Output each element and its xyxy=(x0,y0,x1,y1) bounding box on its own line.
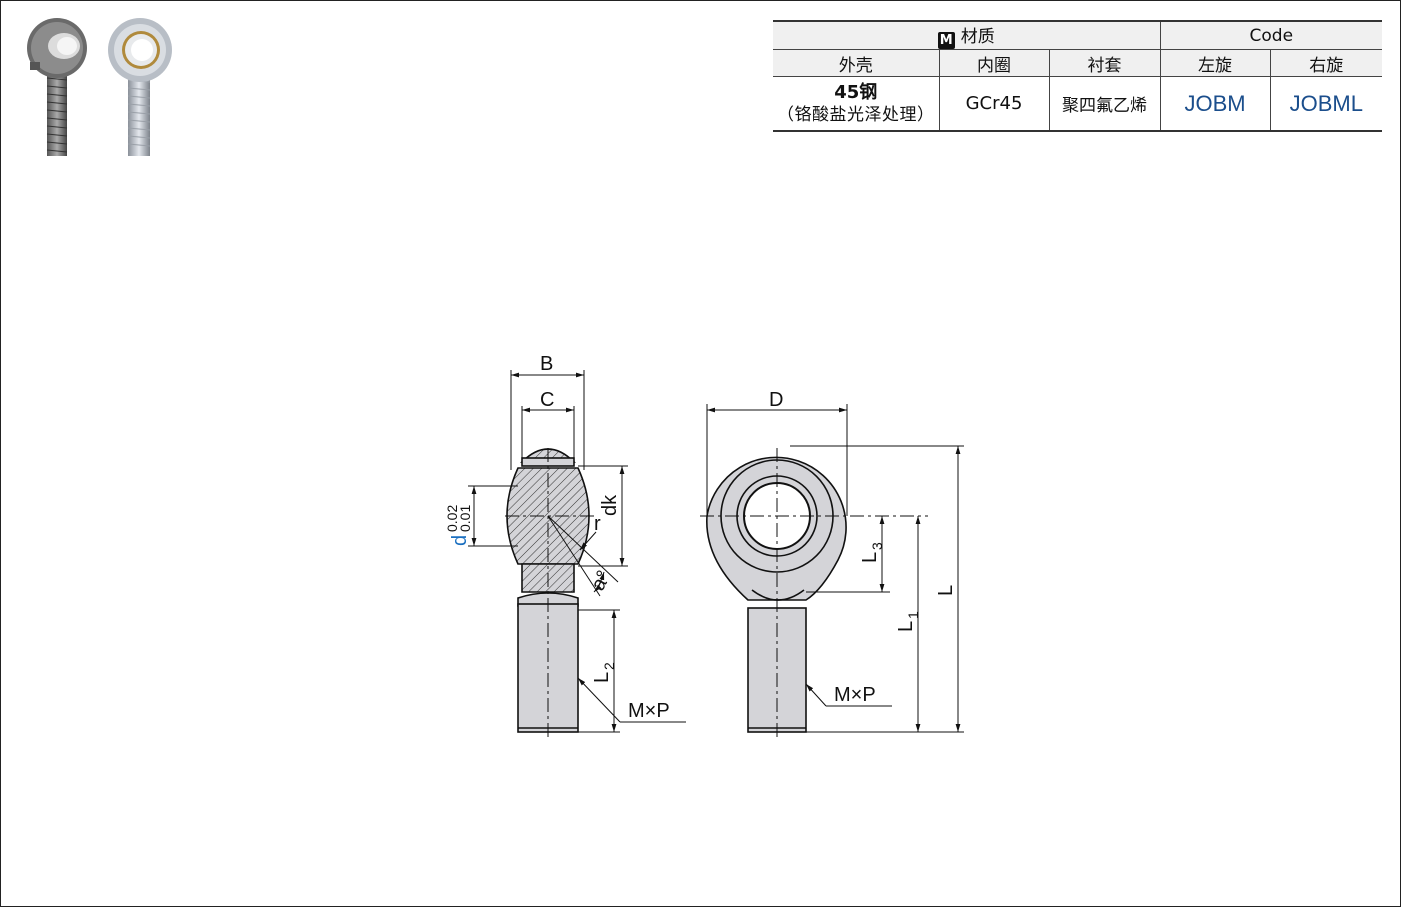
label-r: r xyxy=(594,513,601,535)
label-D: D xyxy=(769,389,783,411)
col-inner-ring: 内圈 xyxy=(938,49,1050,77)
housing-treatment: （铬酸盐光泽处理） xyxy=(777,104,935,125)
side-centerlines xyxy=(505,448,595,740)
front-centerlines xyxy=(700,448,928,740)
inner-ring-material: GCr45 xyxy=(938,76,1050,132)
label-L3: L xyxy=(859,552,881,563)
table-header-row-1: M 材质 Code xyxy=(773,20,1383,50)
side-dimensions xyxy=(468,370,686,733)
label-L2: L xyxy=(591,672,613,683)
front-labels: D L L 1 L 3 M×P xyxy=(769,389,957,706)
material-badge: M xyxy=(937,32,955,49)
label-L2-sub: 2 xyxy=(601,662,617,670)
col-right-hand: 右旋 xyxy=(1269,49,1383,77)
label-alpha: a° xyxy=(587,567,615,594)
label-L: L xyxy=(935,585,957,596)
table-row: 45钢 （铬酸盐光泽处理） GCr45 聚四氟乙烯 JOBM JOBML xyxy=(773,76,1383,132)
front-dimensions xyxy=(706,404,964,733)
material-header-cell: M 材质 xyxy=(773,20,1161,50)
photo-dark-rod-end xyxy=(27,18,87,156)
table-header-row-2: 外壳 内圈 衬套 左旋 右旋 xyxy=(773,49,1383,77)
col-left-hand: 左旋 xyxy=(1159,49,1271,77)
front-view xyxy=(706,456,847,733)
spec-table: M 材质 Code 外壳 内圈 衬套 左旋 右旋 45钢 （铬酸盐光泽处理） GC… xyxy=(773,20,1383,132)
photo-silver-rod-end xyxy=(108,18,172,156)
label-d: d xyxy=(449,535,471,546)
label-L1-sub: 1 xyxy=(905,611,921,619)
col-bushing: 衬套 xyxy=(1048,49,1161,77)
label-dk: dk xyxy=(599,494,621,516)
label-thread-left: M×P xyxy=(628,700,670,722)
code-header: Code xyxy=(1159,20,1383,50)
code-right-hand[interactable]: JOBML xyxy=(1269,76,1383,132)
label-tol-upper: 0.02 xyxy=(444,505,460,532)
side-view xyxy=(506,448,590,733)
label-L3-sub: 3 xyxy=(869,542,885,550)
material-header: 材质 xyxy=(960,27,995,47)
label-L1: L xyxy=(895,621,917,632)
product-photos xyxy=(27,18,172,156)
col-housing: 外壳 xyxy=(773,49,940,77)
housing-material: 45钢 xyxy=(834,81,878,103)
bushing-material: 聚四氟乙烯 xyxy=(1048,76,1161,132)
housing-cell: 45钢 （铬酸盐光泽处理） xyxy=(773,76,940,132)
label-C: C xyxy=(540,389,554,411)
label-B: B xyxy=(540,353,553,375)
label-thread-right: M×P xyxy=(834,684,876,706)
code-left-hand[interactable]: JOBM xyxy=(1159,76,1271,132)
side-labels: B C dk r a° d 0.02 0.01 L 2 M×P xyxy=(444,353,670,722)
label-tol-lower: 0.01 xyxy=(457,505,473,532)
